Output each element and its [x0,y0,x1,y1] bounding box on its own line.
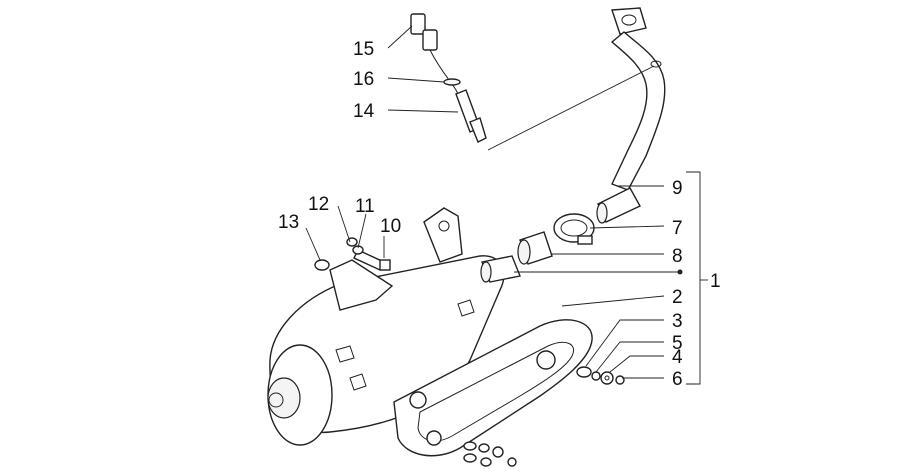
callout-10: 10 [380,216,401,237]
callout-7: 7 [672,218,683,239]
callout-labels: 15 16 14 12 11 10 13 9 7 8 1 2 3 5 4 6 [278,39,721,390]
callout-5: 5 [672,333,683,354]
callout-3: 3 [672,311,683,332]
callout-14: 14 [353,101,375,122]
heat-shield [393,319,593,457]
leader-lines [305,25,708,385]
callout-13: 13 [278,212,299,233]
callout-8: 8 [672,246,683,267]
callout-2: 2 [672,287,683,308]
callout-6: 6 [672,369,683,390]
fasteners [314,237,625,467]
callout-4: 4 [672,347,683,368]
clamp [553,213,595,245]
callout-16: 16 [353,69,374,90]
callout-11: 11 [355,196,375,217]
callout-1: 1 [710,271,721,292]
callout-9: 9 [672,178,683,199]
lambda-sensor [410,13,487,143]
pipe-connector [596,187,641,224]
exhaust-downpipe [610,7,666,191]
callout-12: 12 [308,194,329,215]
callout-15: 15 [353,39,374,60]
gasket-sleeve [517,231,553,265]
